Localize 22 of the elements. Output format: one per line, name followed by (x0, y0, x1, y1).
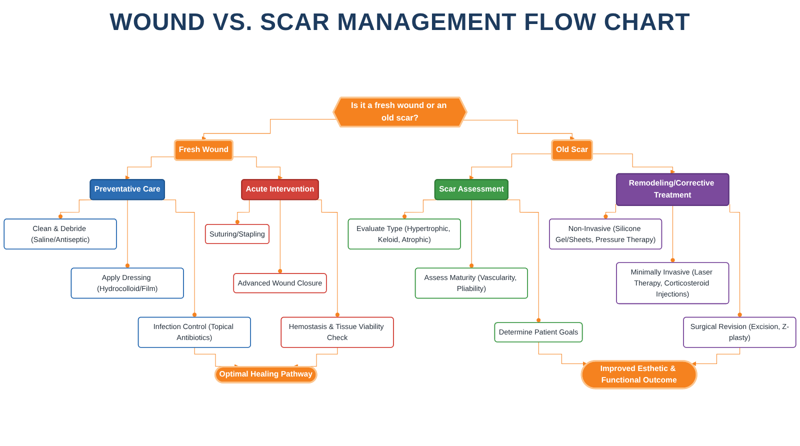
connector-line (316, 200, 340, 318)
connector-line (235, 199, 250, 224)
arrow (592, 154, 676, 174)
connector-line (58, 200, 92, 219)
connector-line (470, 199, 474, 268)
connector-line (506, 200, 541, 323)
arrow (692, 347, 740, 366)
connector-line (162, 200, 197, 318)
arrow (462, 120, 574, 141)
decision-hexagon: Is it a fresh wound or an old scar? (332, 96, 468, 128)
connector-line (730, 204, 742, 318)
arrow (202, 119, 338, 141)
connector-line (402, 200, 437, 219)
connector-line (278, 199, 282, 274)
arrow (232, 156, 283, 180)
connector-line (604, 204, 616, 219)
title: WOUND VS. SCAR MANAGEMENT FLOW CHART (108, 8, 692, 38)
connector-line (670, 205, 675, 262)
arrow (125, 156, 176, 180)
arrow (469, 154, 552, 180)
connector-line (125, 199, 130, 268)
arrow (538, 342, 588, 366)
